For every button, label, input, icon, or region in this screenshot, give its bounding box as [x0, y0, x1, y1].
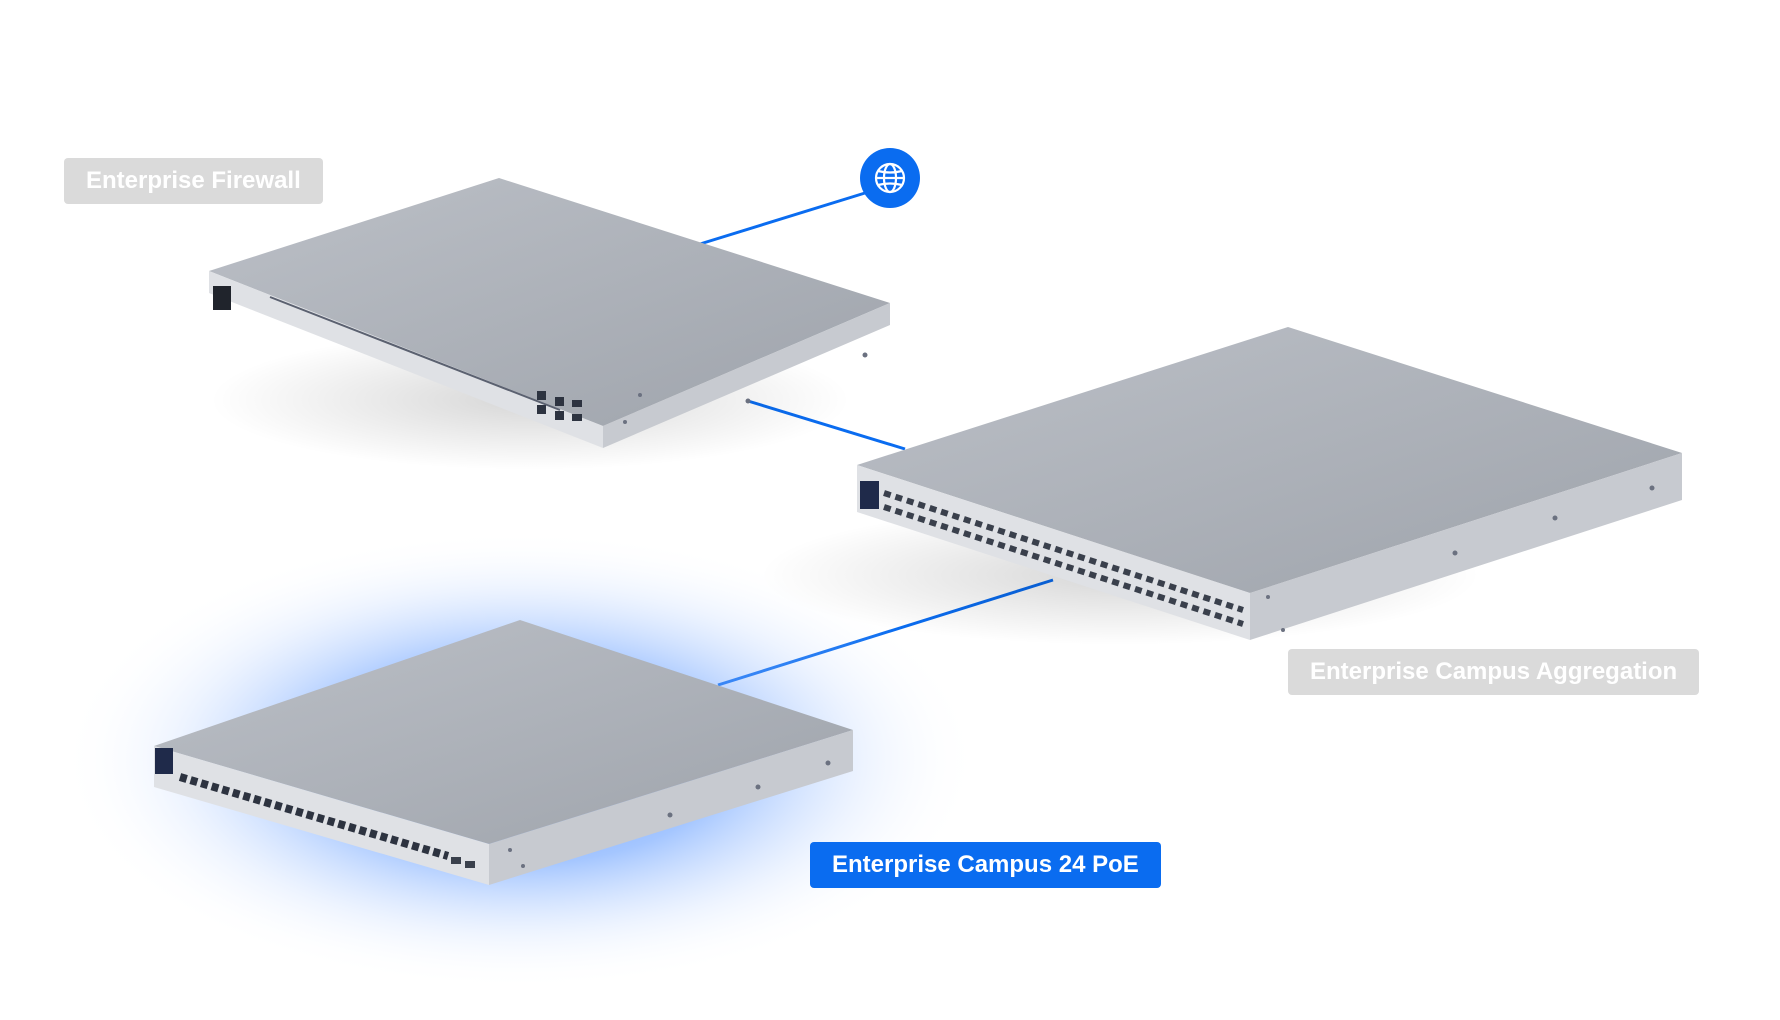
firewall-top	[209, 178, 890, 426]
label-enterprise-campus-24-poe[interactable]: Enterprise Campus 24 PoE	[810, 842, 1161, 888]
firewall-display	[213, 286, 231, 310]
firewall-front	[209, 271, 603, 448]
aggregation-side	[1250, 453, 1682, 640]
poe-side	[489, 730, 853, 885]
aggregation-device[interactable]	[760, 327, 1682, 645]
label-enterprise-firewall[interactable]: Enterprise Firewall	[64, 158, 323, 204]
poe-top	[154, 620, 853, 844]
link-internet-firewall	[699, 191, 866, 246]
firewall-ports	[537, 391, 582, 421]
poe-sfp-ports	[451, 857, 475, 868]
aggregation-status-panel	[860, 481, 879, 509]
aggregation-top	[857, 327, 1682, 593]
aggregation-sfp-ports	[883, 490, 1244, 627]
poe-device[interactable]	[60, 530, 980, 990]
internet-node[interactable]	[860, 148, 920, 208]
poe-rj45-ports	[178, 773, 450, 860]
firewall-side	[603, 303, 890, 448]
globe-icon	[874, 162, 906, 194]
label-enterprise-campus-aggregation[interactable]: Enterprise Campus Aggregation	[1288, 649, 1700, 695]
poe-status-panel	[155, 748, 173, 774]
firewall-device[interactable]	[209, 178, 890, 470]
